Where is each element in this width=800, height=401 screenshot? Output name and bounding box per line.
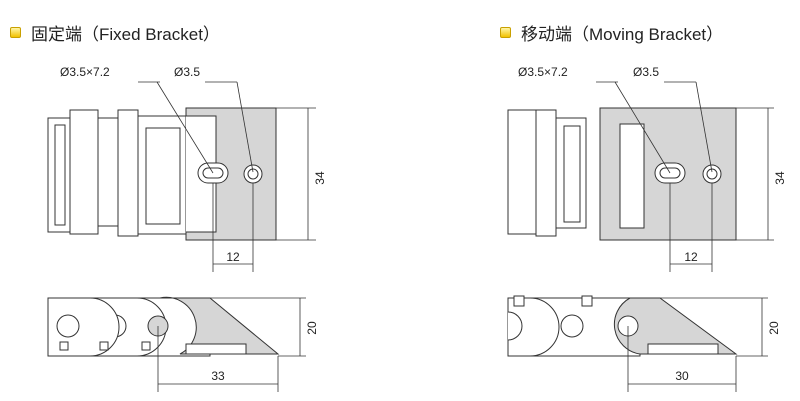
fixed-bracket-title: 固定端（Fixed Bracket） [10,20,220,45]
moving-side-length-dim: 30 [675,369,689,383]
fixed-slot-label: Ø3.5×7.2 [60,65,110,79]
moving-side-height-dim: 20 [767,321,781,335]
fixed-side-bracket [159,296,280,355]
fixed-link-body [69,109,99,235]
moving-slot-label: Ø3.5×7.2 [518,65,568,79]
fixed-hole-label: Ø3.5 [174,65,200,79]
moving-top-view [507,81,774,272]
moving-bracket-title-text: 移动端（Moving Bracket） [521,25,724,44]
fixed-spacing-dim: 12 [226,250,240,264]
title-bullet-icon [10,27,21,38]
fixed-bracket-title-text: 固定端（Fixed Bracket） [31,25,220,44]
moving-hole-label: Ø3.5 [633,65,659,79]
fixed-side-length-dim: 33 [211,369,225,383]
moving-bracket-title: 移动端（Moving Bracket） [500,20,723,45]
fixed-top-view [47,81,316,272]
moving-height-dim: 34 [773,171,787,185]
title-bullet-icon [500,27,511,38]
moving-side-bracket [613,297,738,355]
moving-spacing-dim: 12 [684,250,698,264]
fixed-height-dim: 34 [313,171,327,185]
fixed-side-view [47,296,306,392]
moving-side-view [507,295,768,392]
fixed-side-height-dim: 20 [305,321,319,335]
